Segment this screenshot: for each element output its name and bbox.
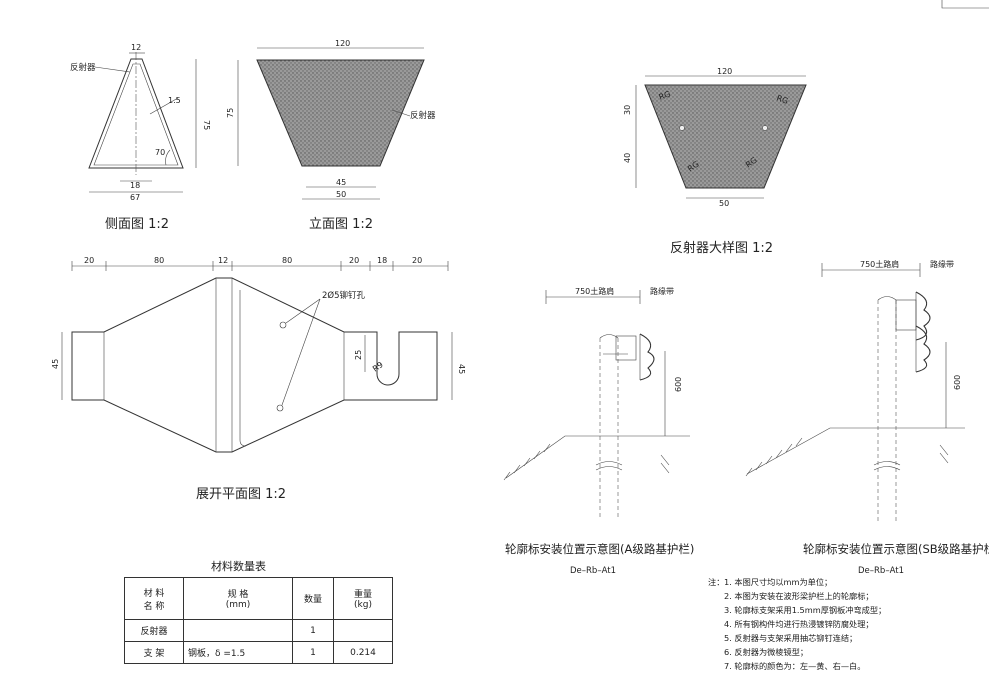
side-dim-bottom-total: 67: [130, 193, 140, 202]
install-sb-dim-height: 600: [953, 375, 962, 390]
detail-view-caption: 反射器大样图 1:2: [670, 240, 773, 256]
row-spec: [183, 619, 293, 642]
title-block-corner: [941, 0, 989, 9]
header-spec: 规 格 (mm): [183, 577, 293, 620]
materials-table: 材 料 名 称 规 格 (mm) 数量 重量 (kg) 反射器 1 支 架 钢板…: [124, 577, 393, 664]
install-a-view: 750土路肩 路缘带 600 轮廓标安装位置示意图(A级路基护栏) De–Rb–…: [503, 286, 694, 576]
side-label-reflector: 反射器: [70, 62, 96, 73]
flat-plan-caption: 展开平面图 1:2: [196, 487, 286, 502]
detail-dim-height-lower: 40: [623, 153, 632, 163]
row-qty: 1: [292, 641, 334, 664]
install-a-dim-height: 600: [674, 377, 683, 392]
flat-dim-2: 80: [154, 256, 164, 265]
side-dim-height: 75: [202, 120, 211, 130]
flat-dim-radius: R9: [371, 360, 385, 373]
table-row: 支 架 钢板，δ =1.5 1 0.214: [124, 641, 393, 664]
side-dim-bottom-inner: 18: [130, 181, 140, 190]
install-a-dim-top: 750土路肩: [575, 286, 614, 296]
row-name: 支 架: [124, 641, 184, 664]
notes: 注： 1. 本图尺寸均以mm为单位； 2. 本图为安装在波形梁护栏上的轮廓标； …: [708, 577, 886, 671]
note-7: 7. 轮廓标的颜色为：左—黄、右—白。: [724, 661, 865, 671]
notes-heading: 注：: [708, 577, 724, 587]
front-dim-bottom-inner: 45: [336, 178, 346, 187]
note-5: 5. 反射器与支架采用抽芯铆钉连结；: [724, 633, 857, 643]
row-qty: 1: [292, 619, 334, 642]
detail-dim-top: 120: [717, 67, 732, 76]
side-dim-thickness: 1.5: [168, 96, 181, 105]
svg-text:RG: RG: [658, 89, 672, 101]
front-dim-bottom-outer: 50: [336, 190, 346, 199]
table-header-row: 材 料 名 称 规 格 (mm) 数量 重量 (kg): [124, 577, 393, 620]
note-6: 6. 反射器为微棱镜型；: [724, 647, 808, 657]
detail-dim-bottom: 50: [719, 199, 729, 208]
flat-dim-5: 20: [349, 256, 359, 265]
side-dim-top: 12: [131, 43, 141, 52]
table-row: 反射器 1: [124, 619, 393, 642]
front-view-caption: 立面图 1:2: [309, 217, 373, 232]
side-dim-angle: 70: [155, 148, 165, 157]
flat-dim-4: 80: [282, 256, 292, 265]
install-sb-code: De–Rb–At1: [858, 566, 904, 576]
flat-dim-slot: 25: [354, 350, 363, 360]
install-a-dim-edge: 路缘带: [650, 286, 674, 296]
side-view-caption: 侧面图 1:2: [105, 217, 169, 232]
note-4: 4. 所有钢构件均进行热浸镀锌防腐处理；: [724, 619, 874, 629]
flat-plan-view: 20 80 12 80 20 18 20 45 45 25 R9 2Ø5铆钉孔 …: [51, 256, 466, 502]
install-a-code: De–Rb–At1: [570, 566, 616, 576]
row-name: 反射器: [124, 619, 184, 642]
detail-dim-height-upper: 30: [623, 105, 632, 115]
note-3: 3. 轮廓标支架采用1.5mm厚钢板冲弯成型；: [724, 605, 886, 615]
note-1: 1. 本图尺寸均以mm为单位；: [724, 577, 832, 587]
svg-text:RG: RG: [775, 93, 789, 105]
front-label-reflector: 反射器: [410, 110, 436, 121]
install-sb-caption: 轮廓标安装位置示意图(SB级路基护栏): [803, 542, 989, 556]
row-weight: 0.214: [333, 641, 393, 664]
front-view: 120 75 45 50 反射器 立面图 1:2: [226, 39, 436, 232]
install-sb-dim-edge: 路缘带: [930, 259, 954, 269]
row-spec: 钢板，δ =1.5: [183, 641, 293, 664]
reflector-detail-view: RG RG RG RG 120 30 40 50 反射器大样图 1:2: [623, 67, 807, 256]
side-view: 12 75 18 67 1.5 70 反射器 侧面图 1:2: [70, 43, 211, 232]
install-a-caption: 轮廓标安装位置示意图(A级路基护栏): [505, 542, 694, 556]
header-weight: 重量 (kg): [333, 577, 393, 620]
flat-dim-1: 20: [84, 256, 94, 265]
header-qty: 数量: [292, 577, 334, 620]
row-weight: [333, 619, 393, 642]
front-dim-top: 120: [335, 39, 350, 48]
flat-dim-7: 20: [412, 256, 422, 265]
header-name: 材 料 名 称: [124, 577, 184, 620]
flat-dim-6: 18: [377, 256, 387, 265]
materials-title: 材料数量表: [211, 560, 266, 573]
flat-dim-height-right: 45: [457, 364, 466, 374]
install-sb-dim-top: 750土路肩: [860, 259, 899, 269]
front-dim-height: 75: [226, 108, 235, 118]
note-2: 2. 本图为安装在波形梁护栏上的轮廓标；: [724, 591, 874, 601]
flat-dim-height-left: 45: [51, 359, 60, 369]
flat-dim-3: 12: [218, 256, 228, 265]
flat-label-holes: 2Ø5铆钉孔: [322, 290, 366, 301]
install-sb-view: 750土路肩 路缘带 600 轮廓标安装位置示意图(SB级路基护栏) De–Rb…: [745, 259, 989, 576]
